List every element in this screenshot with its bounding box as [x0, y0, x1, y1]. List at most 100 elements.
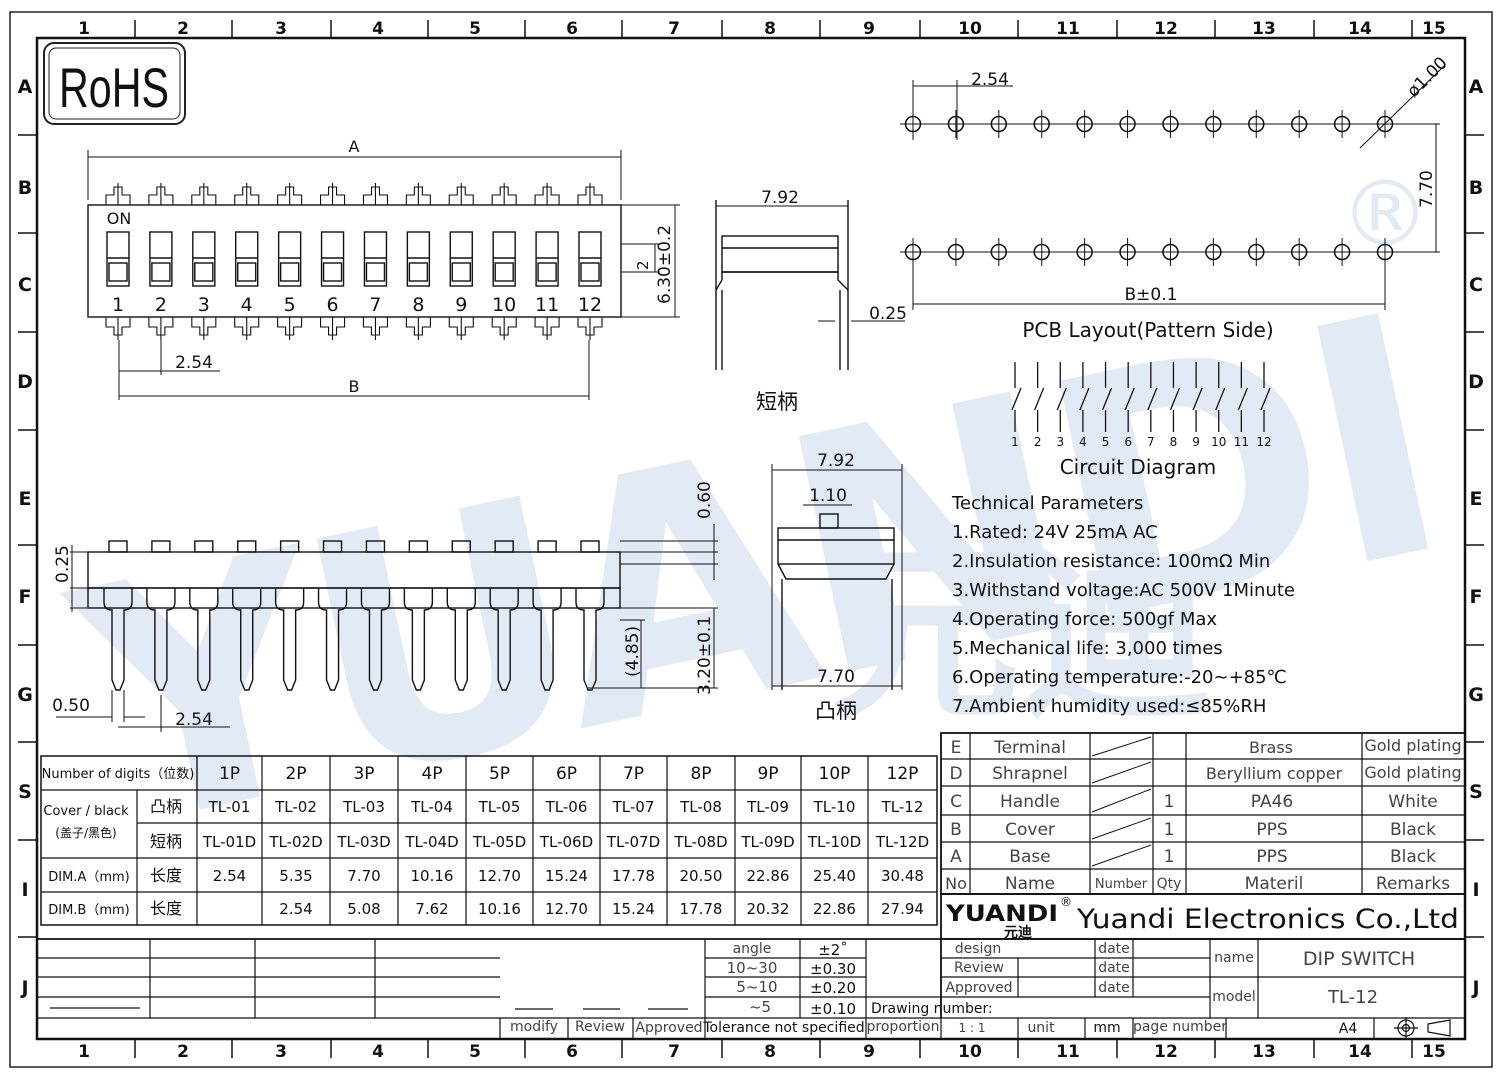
rohs-label: RoHS: [59, 56, 169, 119]
top-switch: 8: [405, 183, 431, 340]
frame-grid-labels: 1122334455667788991010111112121313141415…: [17, 19, 1484, 1062]
top-switch-number: 9: [455, 294, 467, 316]
column-label-bottom: 3: [275, 1042, 287, 1062]
top-switch-number: 12: [578, 294, 602, 316]
tb-model-label: model: [1212, 989, 1256, 1005]
parts-row-b: B Cover 1 PPS Black: [950, 820, 1436, 840]
column-label-top: 15: [1422, 19, 1446, 39]
circuit-number: 7: [1147, 435, 1155, 449]
side-d-060: 0.60: [695, 481, 715, 519]
pcb-hole-mark: [1076, 110, 1093, 138]
column-label-bottom: 11: [1056, 1042, 1080, 1062]
pcb-hole-mark: [1119, 110, 1136, 138]
dim-table-cell: 2.54: [213, 867, 246, 885]
pcb-layout: [900, 64, 1446, 310]
tol-value-1: ±2˚: [818, 941, 848, 959]
tol-not-specified: Tolerance not specified: [702, 1020, 864, 1036]
dim-table-col-header: 5P: [489, 764, 510, 784]
circuit-number: 6: [1124, 435, 1132, 449]
tb-name-value: DIP SWITCH: [1303, 948, 1415, 970]
top-dim-a: A: [349, 137, 360, 156]
dim-table-cell: TL-03: [342, 798, 385, 816]
pcb-caption: PCB Layout(Pattern Side): [1022, 318, 1273, 342]
row-label-left: S: [18, 781, 32, 803]
dim-table-col-header: 10P: [819, 764, 851, 784]
pcb-hole-mark: [1033, 110, 1050, 138]
circuit-number: 4: [1079, 435, 1087, 449]
dim-table-col-header: 6P: [556, 764, 577, 784]
column-label-bottom: 7: [668, 1042, 680, 1062]
side-d-320: 3.20±0.1: [695, 616, 715, 695]
dim-table-cell: 2.54: [279, 900, 312, 918]
pcb-hole-mark: [1333, 238, 1351, 266]
side-pin: [532, 540, 562, 691]
circuit-switch: 5: [1102, 362, 1113, 449]
tol-value-2: ±0.30: [810, 960, 856, 978]
tech-params-title: Technical Parameters: [951, 493, 1143, 514]
dim-table-cell: TL-08: [679, 798, 722, 816]
dim-table-cell: 20.32: [747, 900, 790, 918]
tol-range-2: 10~30: [727, 959, 778, 977]
dim-table-cell: 22.86: [747, 867, 790, 885]
top-dim-b: B: [349, 377, 360, 396]
dim-table-cell: TL-04D: [404, 833, 458, 851]
dim-table-cell: TL-02: [274, 798, 317, 816]
row-label-left: E: [19, 488, 32, 510]
column-label-bottom: 15: [1422, 1042, 1446, 1062]
tb-paper: A4: [1339, 1021, 1358, 1037]
top-dim-2: 2: [634, 260, 652, 270]
parts-qty: 1: [1164, 820, 1175, 840]
row-label-left: F: [19, 586, 32, 608]
tech-param-7: 7.Ambient humidity used:≤85%RH: [952, 696, 1266, 717]
parts-remarks: Black: [1390, 847, 1436, 867]
raised-caption: 凸柄: [815, 699, 857, 723]
dim-table-sub-len-a: 长度: [150, 866, 182, 885]
circuit-number: 11: [1234, 435, 1249, 449]
dim-table-cell: 15.24: [545, 867, 588, 885]
circuit-switch: 3: [1056, 362, 1067, 449]
side-pin: [146, 540, 176, 691]
tb-date-2: date: [1098, 960, 1130, 976]
pcb-hole: ø1.00: [1403, 53, 1451, 101]
dim-table-border: [40, 755, 938, 926]
dim-table-cell: TL-07: [612, 798, 655, 816]
dim-table-cell: TL-05D: [472, 833, 526, 851]
dim-table-cell: TL-06: [545, 798, 588, 816]
dim-table-labels: Number of digits（位数) Cover / black (盖子/黑…: [42, 767, 195, 918]
pcb-hole-mark: [1290, 110, 1308, 138]
dim-table-cell: 10.16: [478, 900, 521, 918]
circuit-number: 10: [1211, 435, 1226, 449]
dim-table-cell: TL-10: [813, 798, 856, 816]
parts-name: Terminal: [993, 738, 1066, 758]
dim-table-cell: 22.86: [813, 900, 856, 918]
short-handle-view: [715, 200, 905, 370]
short-width: 7.92: [761, 188, 799, 208]
inner-frame: [35, 36, 1467, 1041]
raised-width-bottom: 7.70: [817, 667, 855, 687]
dim-table-cell: TL-04: [410, 798, 453, 816]
dim-table-col-header: 3P: [353, 764, 374, 784]
row-label-right: F: [1470, 586, 1483, 608]
column-label-bottom: 14: [1348, 1042, 1372, 1062]
tb-mm: mm: [1093, 1020, 1120, 1036]
row-label-left: G: [17, 684, 33, 706]
tol-value-4: ±0.10: [810, 1000, 856, 1018]
parts-id: B: [950, 820, 962, 840]
pcb-hole-mark: [990, 110, 1008, 138]
company-row: YUANDI ® 元迪 Yuandi Electronics Co.,Ltd: [940, 893, 1466, 941]
column-label-top: 10: [958, 19, 982, 39]
top-dim-height: 6.30±0.2: [655, 225, 675, 304]
dim-table-cell: TL-10D: [807, 833, 861, 851]
title-block: [37, 938, 1466, 1039]
top-switch: 1: [105, 183, 131, 340]
column-label-bottom: 6: [566, 1042, 578, 1062]
row-label-left: A: [18, 76, 33, 98]
raised-handle-view: [771, 464, 903, 690]
parts-header: No Name Number Qty Materil Remarks: [945, 874, 1450, 894]
circuit-switch: 10: [1211, 362, 1226, 449]
column-label-top: 7: [668, 19, 680, 39]
raised-knob: 1.10: [809, 486, 847, 506]
pcb-hole-mark: [1290, 238, 1308, 266]
dim-table-cell: 20.50: [680, 867, 723, 885]
